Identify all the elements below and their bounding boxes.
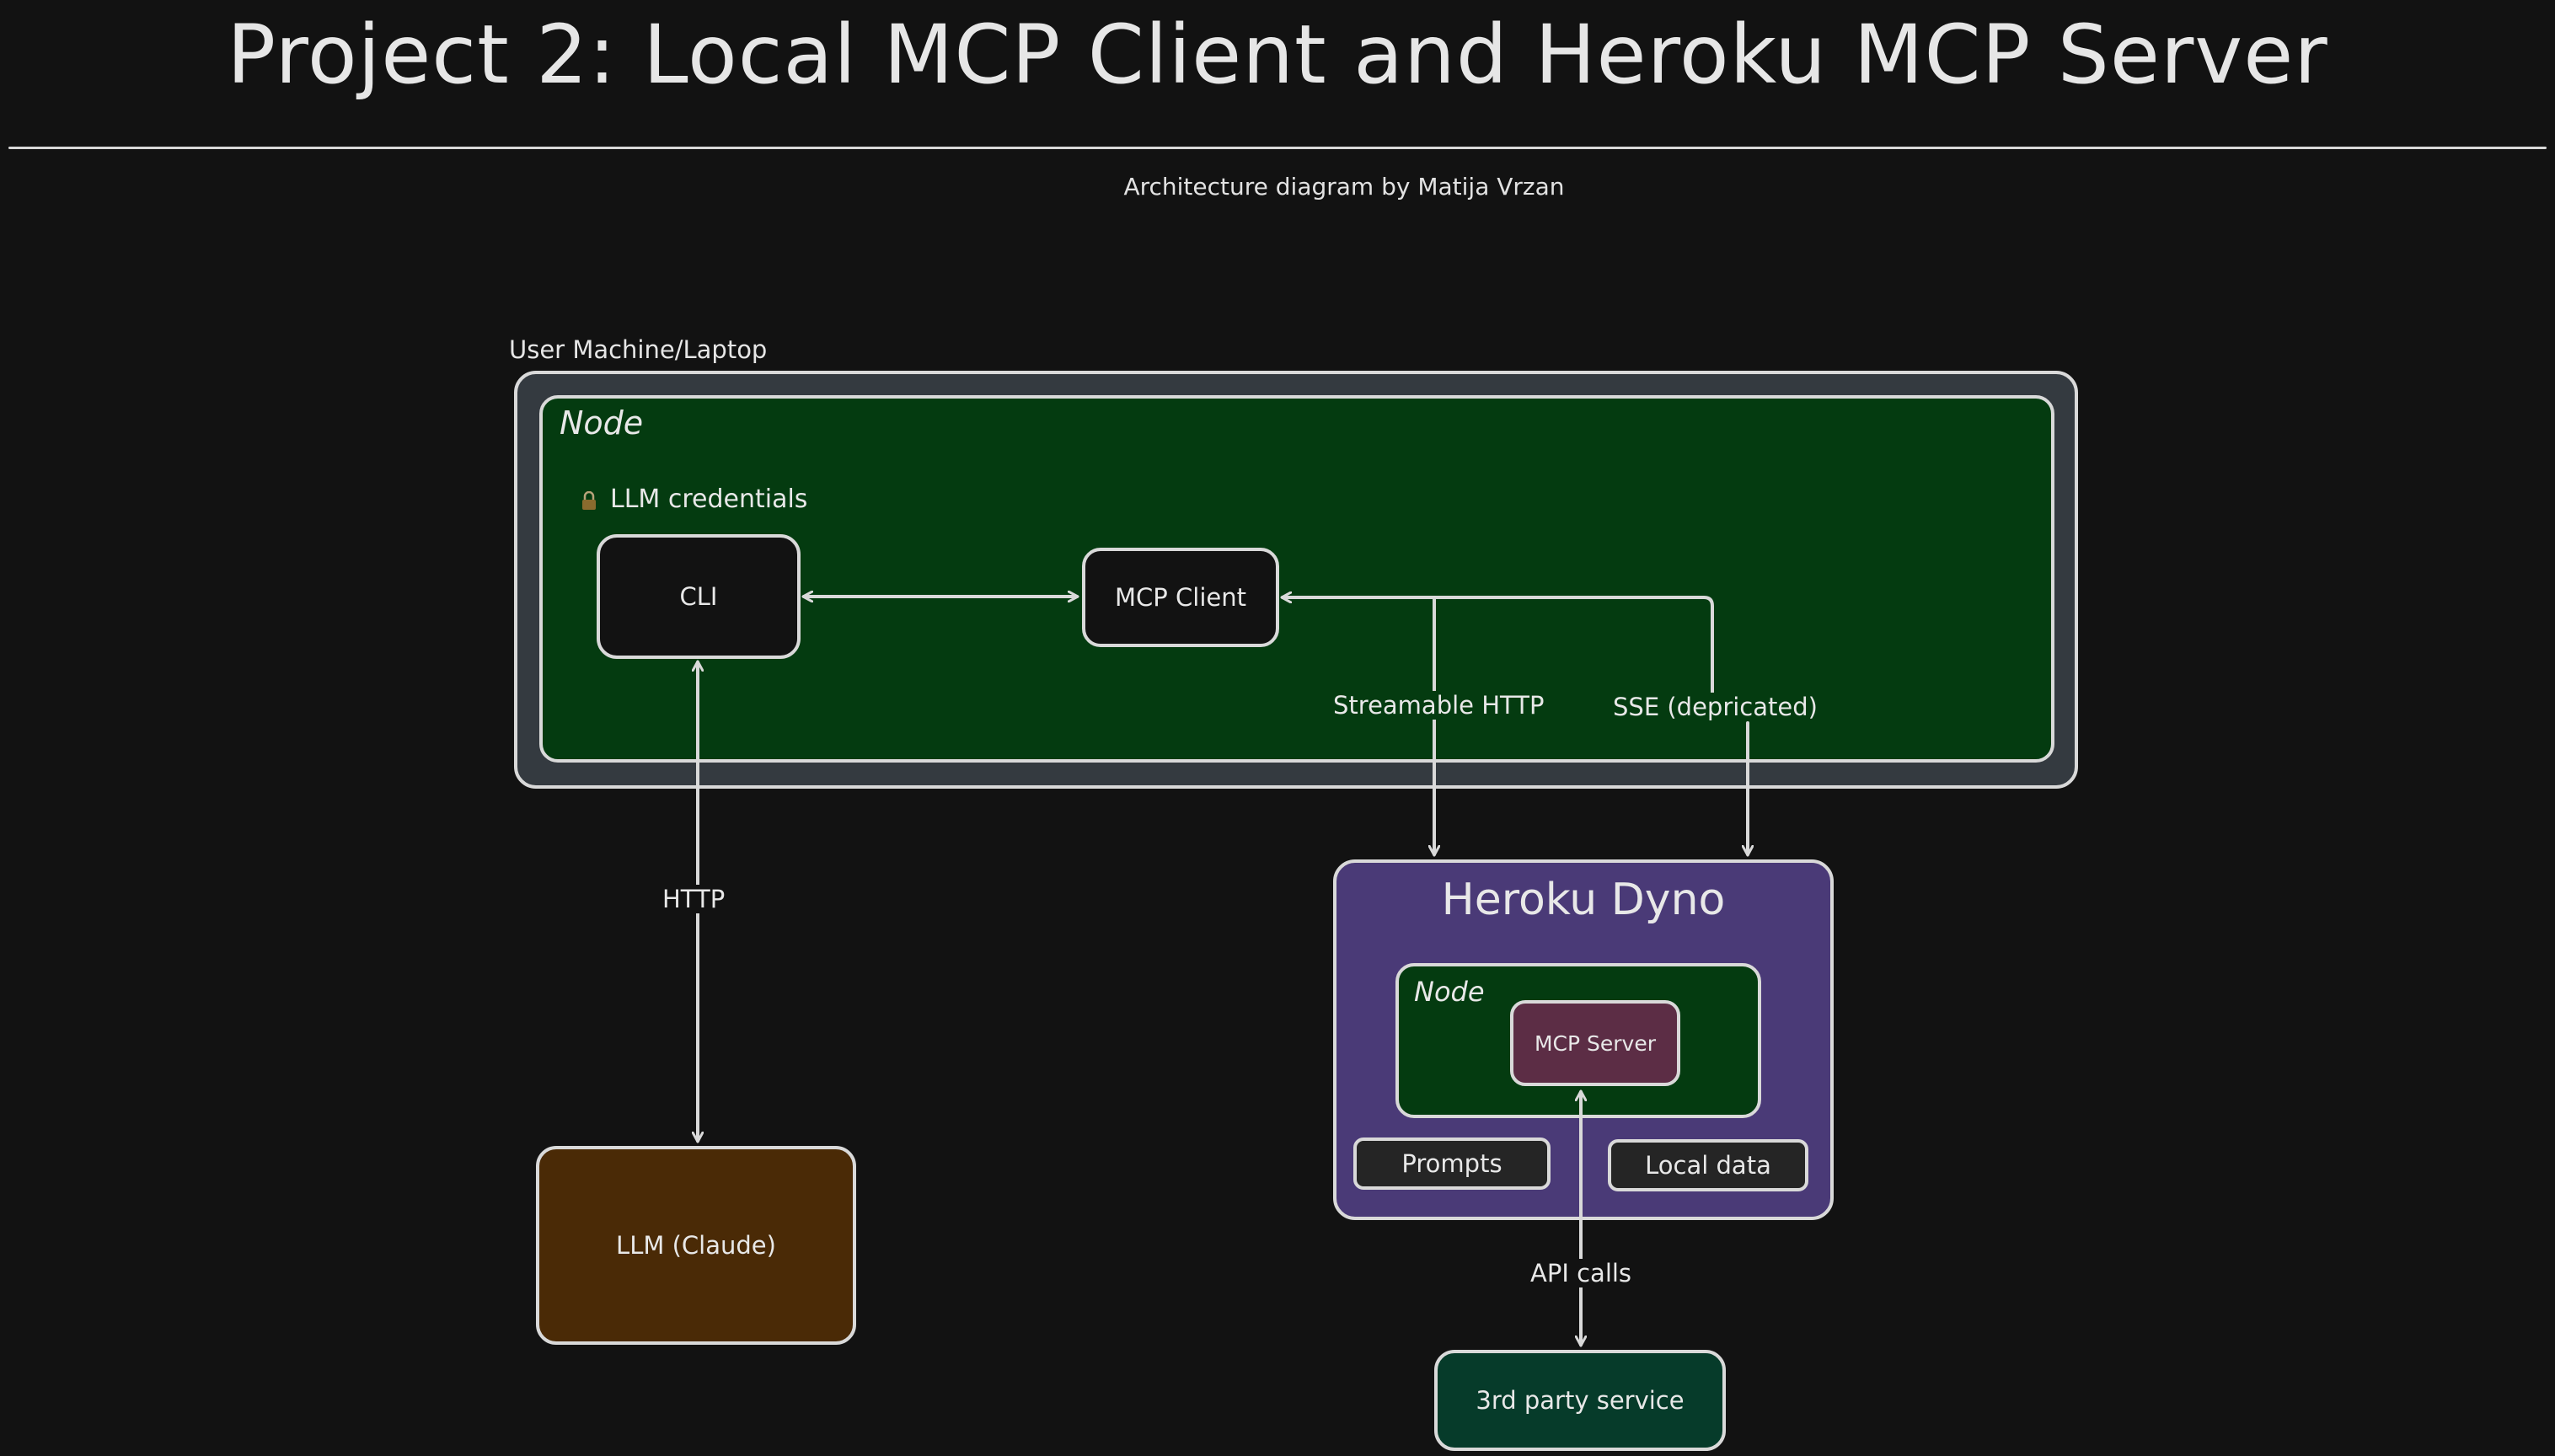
prompts-node[interactable]: Prompts bbox=[1353, 1138, 1551, 1190]
local-data-label: Local data bbox=[1645, 1151, 1771, 1180]
third-party-service-node[interactable]: 3rd party service bbox=[1434, 1350, 1726, 1451]
title-divider bbox=[8, 147, 2547, 149]
lock-icon bbox=[582, 491, 596, 510]
mcp-client-node[interactable]: MCP Client bbox=[1082, 548, 1279, 647]
mcp-client-label: MCP Client bbox=[1115, 583, 1246, 612]
user-machine-label: User Machine/Laptop bbox=[509, 335, 768, 364]
third-party-label: 3rd party service bbox=[1476, 1386, 1685, 1415]
cli-label: CLI bbox=[679, 582, 718, 611]
local-data-node[interactable]: Local data bbox=[1608, 1139, 1808, 1191]
llm-claude-node[interactable]: LLM (Claude) bbox=[536, 1146, 856, 1345]
heroku-dyno-title: Heroku Dyno bbox=[1441, 875, 1726, 925]
dyno-node-label: Node bbox=[1414, 976, 1485, 1008]
mcp-server-label: MCP Server bbox=[1534, 1030, 1657, 1056]
llm-credentials-note: LLM credentials bbox=[581, 484, 807, 514]
prompts-label: Prompts bbox=[1401, 1149, 1502, 1178]
arrow-streamable-http bbox=[1283, 597, 1434, 854]
sse-label: SSE (depricated) bbox=[1606, 693, 1824, 721]
http-label: HTTP bbox=[656, 885, 732, 913]
page-title: Project 2: Local MCP Client and Heroku M… bbox=[227, 8, 2328, 102]
llm-credentials-label: LLM credentials bbox=[610, 484, 808, 514]
cli-node[interactable]: CLI bbox=[597, 534, 801, 659]
llm-label: LLM (Claude) bbox=[616, 1231, 776, 1260]
user-node-label: Node bbox=[560, 404, 644, 442]
page-subtitle: Architecture diagram by Matija Vrzan bbox=[1123, 173, 1565, 201]
api-calls-label: API calls bbox=[1524, 1259, 1639, 1287]
streamable-http-label: Streamable HTTP bbox=[1326, 691, 1551, 720]
arrow-sse bbox=[1433, 596, 1714, 701]
mcp-server-node[interactable]: MCP Server bbox=[1510, 1000, 1680, 1086]
